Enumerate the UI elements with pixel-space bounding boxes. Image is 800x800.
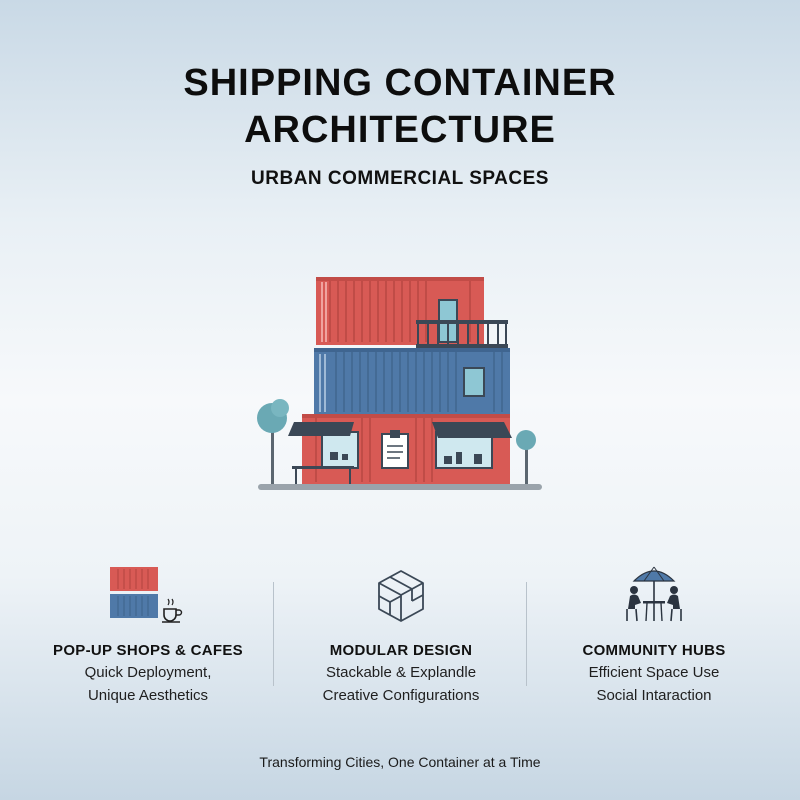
- container-cafe-icon: [108, 563, 188, 630]
- feature-modular-design: MODULAR DESIGN Stackable & Explandle Cre…: [268, 560, 534, 704]
- feature-line: Creative Configurations: [322, 687, 480, 704]
- column-divider: [526, 582, 527, 686]
- feature-line: Unique Aesthetics: [87, 687, 209, 704]
- feature-line: Quick Deployment,: [84, 664, 212, 681]
- feature-line: Efficient Space Use: [588, 664, 720, 681]
- title-line-1: SHIPPING CONTAINER: [183, 62, 617, 104]
- feature-community-hubs: COMMUNITY HUBS Efficient Space Use Socia…: [521, 560, 787, 704]
- page-subtitle: URBAN COMMERCIAL SPACES: [251, 168, 549, 189]
- feature-heading: COMMUNITY HUBS: [582, 642, 726, 659]
- modular-box-icon: [373, 565, 429, 630]
- feature-heading: POP-UP SHOPS & CAFES: [53, 642, 243, 659]
- feature-section: POP-UP SHOPS & CAFES Quick Deployment, U…: [0, 560, 800, 720]
- outdoor-dining-icon: [619, 563, 689, 630]
- feature-line: Social Intaraction: [596, 687, 712, 704]
- stacked-container-building-icon: [250, 262, 550, 502]
- feature-line: Stackable & Explandle: [325, 664, 477, 681]
- column-divider: [273, 582, 274, 686]
- footer-tagline: Transforming Cities, One Container at a …: [259, 754, 541, 770]
- page-title: SHIPPING CONTAINER ARCHITECTURE: [0, 60, 800, 154]
- feature-heading: MODULAR DESIGN: [329, 642, 473, 659]
- title-line-2: ARCHITECTURE: [244, 109, 556, 151]
- feature-popup-shops: POP-UP SHOPS & CAFES Quick Deployment, U…: [15, 560, 281, 704]
